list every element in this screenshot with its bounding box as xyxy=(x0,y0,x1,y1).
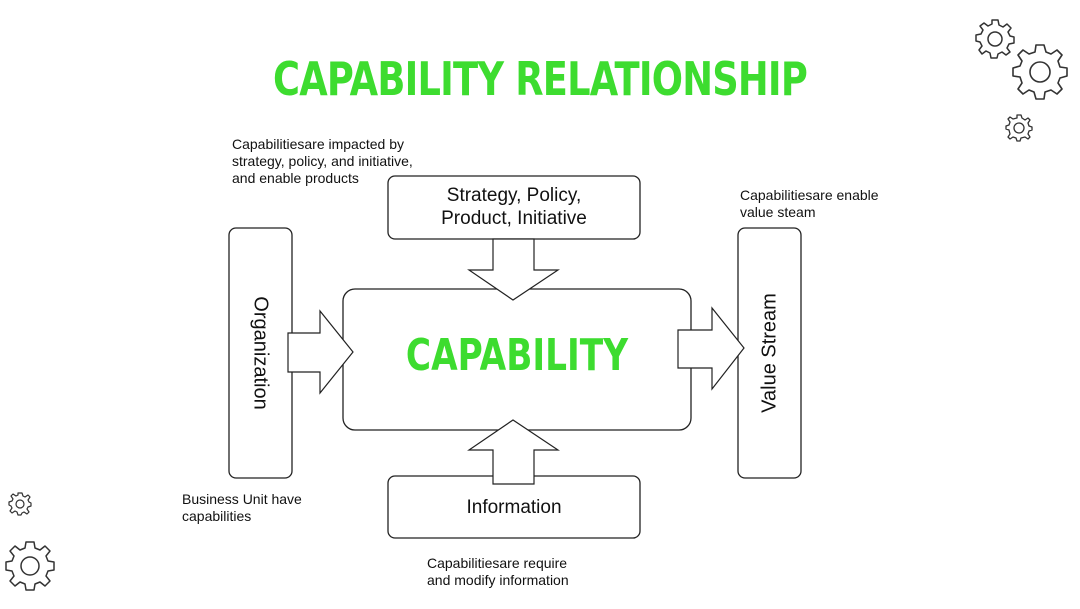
strategy-box-label: Strategy, Policy, Product, Initiative xyxy=(388,184,640,230)
organization-label: Organization xyxy=(249,296,272,410)
note-bottom-center: Capabilitiesare require and modify infor… xyxy=(427,555,569,589)
note-top-left-line-1: Capabilitiesare impacted by xyxy=(232,136,404,152)
gear-icon xyxy=(975,19,1015,59)
information-box-label: Information xyxy=(466,497,562,518)
gear-icon xyxy=(8,492,32,516)
note-top-right-line-1: Capabilitiesare enable xyxy=(740,187,879,203)
page-title: CAPABILITY RELATIONSHIP xyxy=(273,52,808,106)
note-bottom-center-line-2: and modify information xyxy=(427,572,569,588)
strategy-line-1: Strategy, Policy, xyxy=(446,185,582,206)
note-top-left: Capabilitiesare impacted by strategy, po… xyxy=(232,136,413,187)
strategy-line-2: Product, Initiative xyxy=(441,208,587,229)
arrow-right-right xyxy=(677,306,745,391)
arrow-up xyxy=(467,419,560,485)
note-top-right: Capabilitiesare enable value steam xyxy=(740,187,879,221)
note-top-right-line-2: value steam xyxy=(740,204,816,220)
gear-icon xyxy=(1012,44,1068,100)
note-bottom-center-line-1: Capabilitiesare require xyxy=(427,555,568,571)
capability-label: CAPABILITY xyxy=(405,330,629,381)
arrow-down xyxy=(467,238,560,301)
note-top-left-line-2: strategy, policy, and initiative, xyxy=(232,153,413,169)
note-top-left-line-3: and enable products xyxy=(232,170,359,186)
value-stream-label: Value Stream xyxy=(758,293,781,413)
note-bottom-left-line-2: capabilities xyxy=(182,508,252,524)
arrow-right-left xyxy=(287,309,354,395)
note-bottom-left-line-1: Business Unit have xyxy=(182,491,302,507)
gear-icon xyxy=(1005,114,1033,142)
gear-icon xyxy=(5,541,55,591)
note-bottom-left: Business Unit have capabilities xyxy=(182,491,302,525)
